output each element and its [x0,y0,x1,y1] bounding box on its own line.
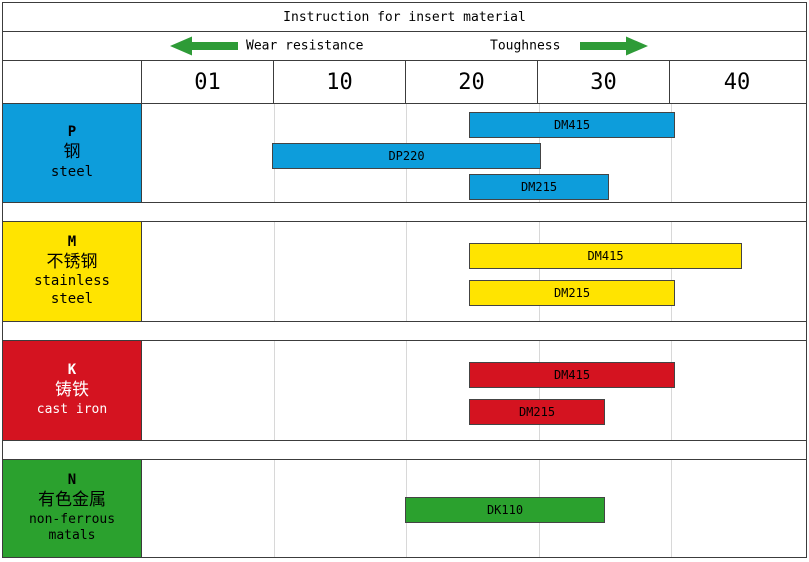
chart-title-row: Instruction for insert material [2,2,807,32]
grade-header-row: 01 10 20 30 40 [2,60,807,104]
column-guide-1 [406,341,407,440]
grade-bar: DM415 [469,362,675,388]
grade-bar: DM215 [469,174,609,200]
column-guide-3 [671,341,672,440]
column-guide-0 [274,460,275,557]
column-guide-3 [671,104,672,202]
grade-column-10: 10 [274,61,406,103]
grade-column-30: 30 [538,61,670,103]
grade-bar: DM215 [469,399,605,425]
material-label-non-ferrous: N 有色金属 non-ferrous matals [3,460,142,557]
material-block-non-ferrous: N 有色金属 non-ferrous matals DK110 [2,459,807,558]
column-guide-2 [539,222,540,321]
column-guide-3 [671,222,672,321]
column-guide-2 [539,341,540,440]
block-spacer-2 [2,321,807,341]
grade-column-40: 40 [723,69,751,95]
material-symbol: K [67,362,77,379]
material-name-en: steel [50,163,94,180]
grade-corner-cell [3,61,142,103]
column-guide-1 [406,222,407,321]
material-symbol: N [67,472,77,489]
grade-bar: DM415 [469,243,742,269]
material-name-cn: 钢 [63,142,81,163]
column-guide-3 [671,460,672,557]
column-guide-0 [274,341,275,440]
material-label-steel: P 钢 steel [3,104,142,202]
grade-bar: DP220 [272,143,541,169]
grade-column-01: 01 [142,61,274,103]
material-name-en-2: steel [50,291,94,308]
material-name-en: cast iron [36,402,108,418]
material-label-stainless: M 不锈钢 stainless steel [3,222,142,321]
grade-bar: DM215 [469,280,675,306]
material-name-en: stainless [34,273,110,290]
block-spacer-1 [2,202,807,222]
grade-bar: DK110 [405,497,605,523]
wear-resistance-label: Wear resistance [246,38,364,54]
column-guide-0 [274,222,275,321]
material-name-cn: 有色金属 [38,489,106,510]
material-symbol: P [67,124,77,141]
block-spacer-3 [2,440,807,460]
grade-bar: DM415 [469,112,675,138]
material-symbol: M [67,233,77,250]
page-title: Instruction for insert material [283,9,526,25]
material-name-cn: 不锈钢 [46,251,98,272]
toughness-label: Toughness [490,38,561,54]
arrow-right-icon [580,36,648,56]
material-label-cast-iron: K 铸铁 cast iron [3,341,142,440]
material-name-cn: 铸铁 [55,380,89,401]
material-name-en-2: matals [48,528,96,544]
plot-area-non-ferrous: DK110 [142,460,806,557]
material-name-en: non-ferrous [28,511,116,527]
arrow-left-icon [170,36,238,56]
grade-column-20: 20 [406,61,538,103]
axis-arrow-row: Wear resistance Toughness [2,31,807,61]
